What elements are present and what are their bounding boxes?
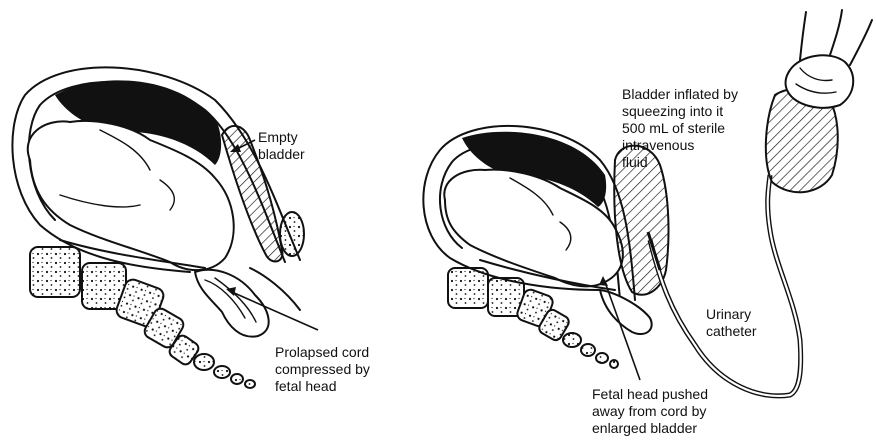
left-spine bbox=[30, 247, 255, 388]
left-diagram bbox=[12, 67, 318, 388]
right-cord bbox=[600, 290, 652, 334]
label-empty-bladder: Empty bladder bbox=[258, 129, 305, 163]
urinary-catheter bbox=[650, 175, 801, 396]
right-diagram bbox=[423, 10, 872, 396]
label-prolapsed-cord: Prolapsed cord compressed by fetal head bbox=[275, 344, 370, 395]
label-bladder-inflated: Bladder inflated by squeezing into it 50… bbox=[622, 86, 738, 171]
squeezing-hand bbox=[786, 10, 872, 108]
label-fetal-head-pushed: Fetal head pushed away from cord by enla… bbox=[592, 386, 708, 437]
label-urinary-catheter: Urinary catheter bbox=[706, 306, 757, 340]
